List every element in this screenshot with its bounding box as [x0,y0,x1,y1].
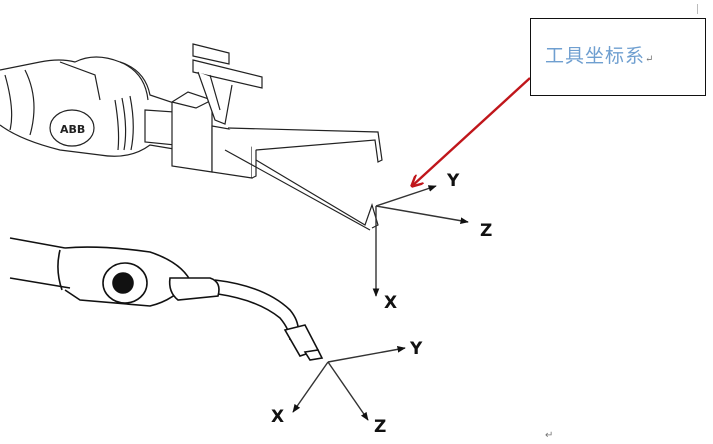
page-margin-marker [697,4,698,14]
svg-text:ABB: ABB [60,123,85,136]
paragraph-mark: ↵ [645,54,655,65]
upper-axis-z-label: Z [480,221,492,241]
callout-arrow [412,77,531,186]
callout-label-text: 工具坐标系 [545,45,646,67]
lower-coordinate-frame [292,346,406,421]
upper-axis-x-label: X [384,293,397,313]
robot-arm-illustration: ABB [0,56,181,157]
callout-box: 工具坐标系↵ [530,18,706,96]
lower-axis-y-label: Y [409,339,423,359]
welding-torch-illustration [9,237,324,361]
tool-bracket-illustration [171,43,383,231]
lower-axis-z-label: Z [374,417,386,437]
upper-axis-y-label: Y [446,171,460,191]
upper-coordinate-frame [372,185,469,297]
callout-label: 工具坐标系↵ [545,41,654,68]
end-paragraph-mark: ↵ [545,430,554,441]
lower-axis-x-label: X [271,407,284,427]
